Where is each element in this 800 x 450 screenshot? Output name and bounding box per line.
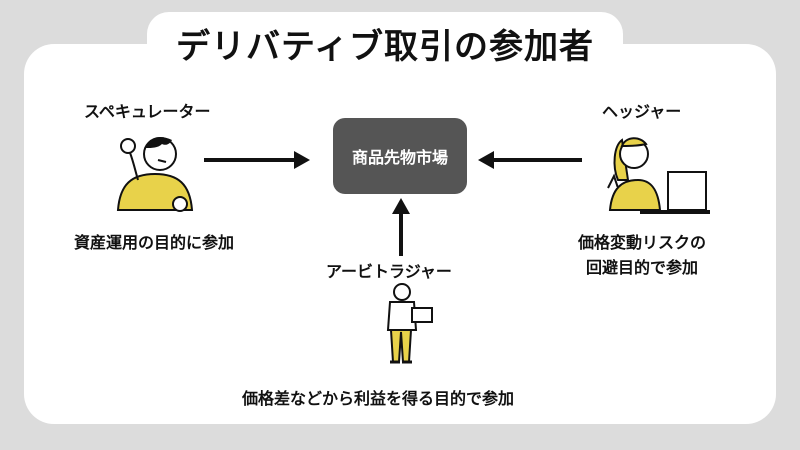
page-title: デリバティブ取引の参加者 [176,26,594,67]
hedger-figure-icon [607,137,710,214]
arrowhead-arbitrager [392,198,410,214]
arbitrager-purpose: 価格差などから利益を得る目的で参加 [242,389,515,408]
arrowhead-hedger [478,151,494,169]
speculator-purpose: 資産運用の目的に参加 [74,233,235,252]
arbitrager-name: アービトラジャー [326,262,452,281]
speculator-name: スペキュレーター [84,102,211,121]
hedger-name: ヘッジャー [602,102,682,121]
market-label: 商品先物市場 [351,148,448,167]
hedger-purpose-line1: 価格変動リスクの [578,233,707,252]
title-tab: デリバティブ取引の参加者 [147,12,623,74]
arbitrager-figure-icon [386,283,433,364]
hedger-purpose-line2: 回避目的で参加 [586,258,699,277]
speculator-figure-icon [116,137,194,212]
market-box: 商品先物市場 [333,118,467,194]
arrowhead-speculator [294,151,310,169]
